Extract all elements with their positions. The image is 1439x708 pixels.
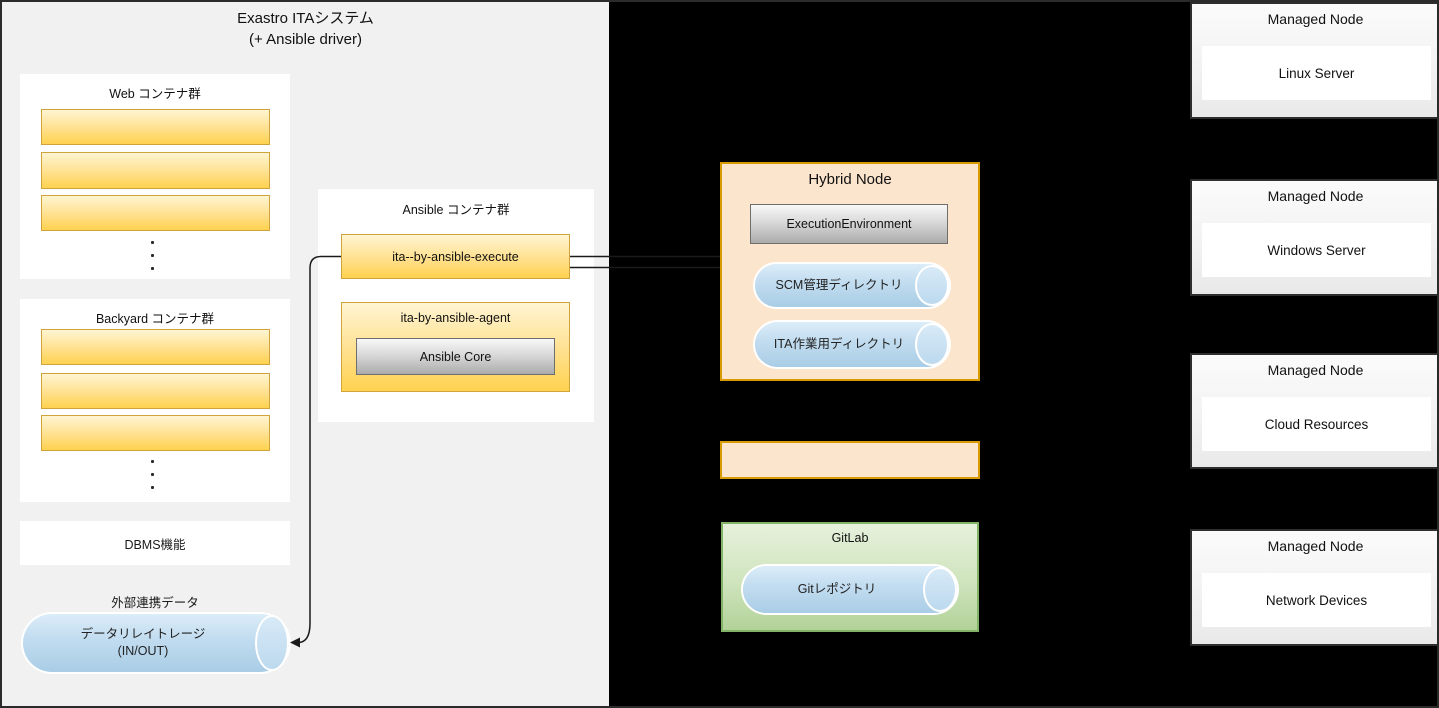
data-relay-storage-line2: (IN/OUT): [117, 644, 169, 658]
web-container-bar: [41, 152, 270, 189]
managed-node-title: Managed Node: [1267, 188, 1364, 204]
backyard-container-bar: [41, 415, 270, 451]
ita-work-directory-label: ITA作業用ディレクトリ: [773, 337, 905, 351]
backyard-container-bar: [41, 329, 270, 365]
managed-node-server: Cloud Resources: [1202, 397, 1431, 451]
backyard-container-bar: [41, 373, 270, 409]
git-repository-cylinder: Gitレポジトリ: [743, 566, 957, 613]
hybrid-node-title: Hybrid Node: [808, 171, 892, 188]
managed-node-server: Windows Server: [1202, 223, 1431, 277]
web-container-bar: [41, 195, 270, 231]
ita-work-directory-cylinder: ITA作業用ディレクトリ: [755, 322, 949, 367]
ita-by-ansible-agent-label: ita-by-ansible-agent: [400, 311, 511, 325]
backyard-group-title: Backyard コンテナ群: [95, 312, 215, 326]
managed-node-linux: Managed Node Linux Server: [1190, 2, 1437, 119]
empty-orange-box: [720, 441, 980, 479]
more-dots: [151, 460, 154, 489]
managed-node-windows: Managed Node Windows Server: [1190, 179, 1437, 296]
gitlab-title: GitLab: [831, 531, 869, 545]
page-title-line2: (+ Ansible driver): [249, 31, 362, 48]
scm-directory-cylinder: SCM管理ディレクトリ: [755, 264, 949, 307]
web-group-title: Web コンテナ群: [109, 87, 201, 101]
ansible-core-box: Ansible Core: [356, 338, 555, 375]
ita-by-ansible-execute-box: ita--by-ansible-execute: [341, 234, 570, 279]
git-repository-label: Gitレポジトリ: [797, 582, 877, 596]
page-title: Exastro ITAシステム (+ Ansible driver): [2, 8, 609, 50]
managed-node-cloud: Managed Node Cloud Resources: [1190, 353, 1437, 469]
managed-node-server: Linux Server: [1202, 46, 1431, 100]
page-title-line1: Exastro ITAシステム: [237, 10, 374, 27]
managed-node-title: Managed Node: [1267, 11, 1364, 27]
dbms-box: DBMS機能: [20, 521, 290, 565]
external-data-label: 外部連携データ: [111, 596, 199, 610]
managed-node-server: Network Devices: [1202, 573, 1431, 627]
managed-node-network: Managed Node Network Devices: [1190, 529, 1437, 646]
managed-node-title: Managed Node: [1267, 538, 1364, 554]
more-dots: [151, 241, 154, 270]
ansible-group-title: Ansible コンテナ群: [402, 203, 510, 217]
execution-environment-box: ExecutionEnvironment: [750, 204, 948, 244]
data-relay-storage-line1: データリレイトレージ: [80, 627, 206, 641]
managed-node-title: Managed Node: [1267, 362, 1364, 378]
data-relay-storage-cylinder: データリレイトレージ (IN/OUT): [23, 614, 289, 672]
web-container-bar: [41, 109, 270, 145]
scm-directory-label: SCM管理ディレクトリ: [775, 278, 903, 292]
